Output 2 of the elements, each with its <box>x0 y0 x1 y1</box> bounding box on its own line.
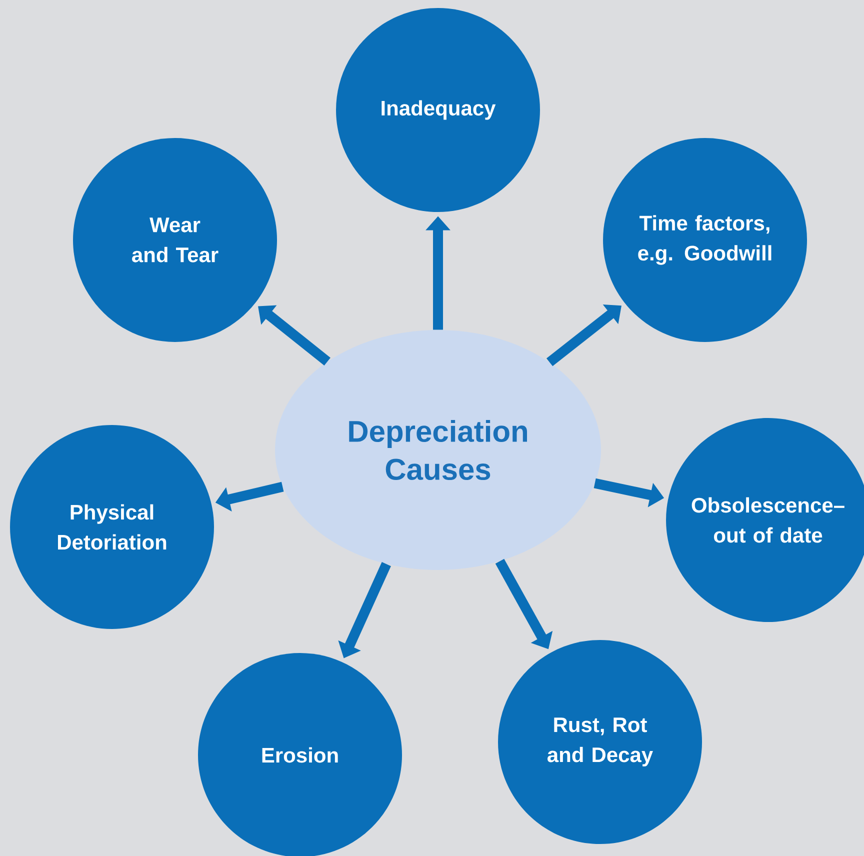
arrow <box>258 305 330 366</box>
arrow <box>546 304 622 366</box>
